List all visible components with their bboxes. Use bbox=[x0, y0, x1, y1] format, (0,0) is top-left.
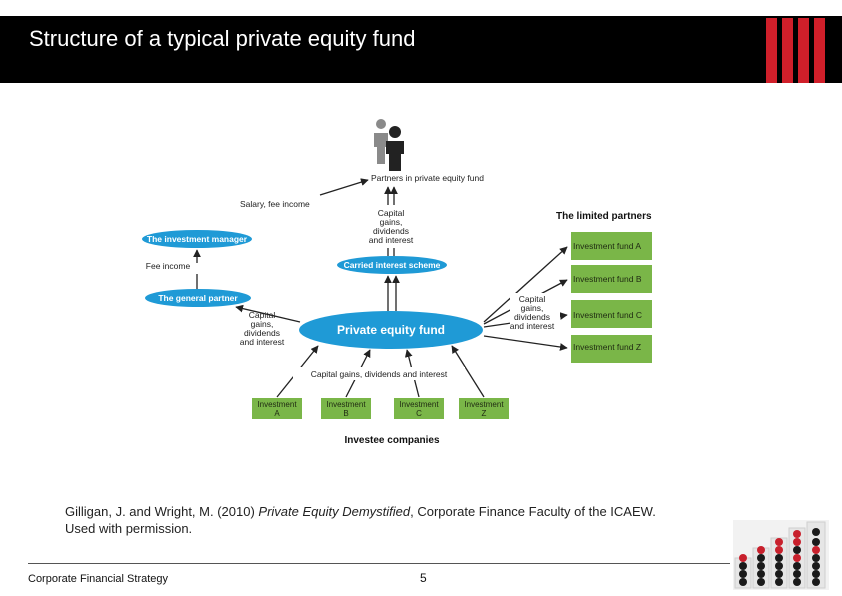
investment-a-box bbox=[252, 398, 302, 419]
fund-z-arrow bbox=[483, 335, 568, 351]
investment-a-line2: A bbox=[274, 409, 280, 418]
investee-companies-heading: Investee companies bbox=[344, 435, 439, 446]
citation-text: , Corporate Finance Faculty of the ICAEW… bbox=[410, 504, 656, 519]
red-stripe bbox=[766, 18, 777, 83]
red-stripe bbox=[814, 18, 825, 83]
capital-top-line: gains, bbox=[380, 217, 403, 227]
investment-manager-label: The investment manager bbox=[147, 234, 248, 244]
limited-partners-heading: The limited partners bbox=[556, 211, 652, 222]
investment-z-arrow bbox=[451, 345, 485, 398]
investment-c-box bbox=[394, 398, 444, 419]
investment-fund-c-box bbox=[571, 300, 652, 328]
investment-fund-b-label: Investment fund B bbox=[573, 274, 642, 284]
capital-right-line: and interest bbox=[510, 321, 555, 331]
capital-left-line: Capital bbox=[249, 310, 276, 320]
investment-z-line1: Investment bbox=[464, 400, 504, 409]
investment-fund-b-box bbox=[571, 265, 652, 293]
carried-interest-label: Carried interest scheme bbox=[344, 260, 441, 270]
capital-right-line: Capital bbox=[519, 294, 546, 304]
private-equity-fund-ellipse bbox=[299, 311, 483, 349]
carried-interest-ellipse bbox=[337, 256, 447, 274]
stacked-coins-image bbox=[733, 520, 829, 590]
investment-fund-a-box bbox=[571, 232, 652, 260]
citation-book-title: Private Equity Demystified bbox=[258, 504, 411, 519]
investment-c-line2: C bbox=[416, 409, 422, 418]
private-equity-fund-label: Private equity fund bbox=[337, 323, 445, 337]
red-stripe bbox=[782, 18, 793, 83]
capital-left-line: and interest bbox=[240, 337, 285, 347]
investment-b-box bbox=[321, 398, 371, 419]
investment-fund-a-label: Investment fund A bbox=[573, 241, 641, 251]
investment-z-box bbox=[459, 398, 509, 419]
investment-b-line1: Investment bbox=[326, 400, 366, 409]
capital-top-line: and interest bbox=[369, 235, 414, 245]
citation: Gilligan, J. and Wright, M. (2010) Priva… bbox=[65, 503, 745, 537]
investment-a-line1: Investment bbox=[257, 400, 297, 409]
red-stripe bbox=[798, 18, 809, 83]
partners-people-icon bbox=[374, 119, 404, 171]
capital-right-line: gains, bbox=[521, 303, 544, 313]
general-partner-label: The general partner bbox=[158, 293, 238, 303]
partners-label: Partners in private equity fund bbox=[371, 173, 484, 183]
investment-fund-z-box bbox=[571, 335, 652, 363]
investment-c-line1: Investment bbox=[399, 400, 439, 409]
capital-left-line: dividends bbox=[244, 328, 280, 338]
citation-permission: Used with permission. bbox=[65, 521, 193, 536]
footer-divider bbox=[28, 563, 730, 564]
investment-fund-c-label: Investment fund C bbox=[573, 310, 642, 320]
fee-income-label: Fee income bbox=[146, 261, 191, 271]
general-partner-ellipse bbox=[145, 289, 251, 307]
investment-b-line2: B bbox=[343, 409, 348, 418]
citation-text: Gilligan, J. and Wright, M. (2010) bbox=[65, 504, 259, 519]
investment-manager-ellipse bbox=[142, 230, 252, 248]
capital-bottom-label: Capital gains, dividends and interest bbox=[311, 369, 448, 379]
investment-z-line2: Z bbox=[482, 409, 487, 418]
capital-left-arrow bbox=[235, 304, 301, 323]
label-backdrop bbox=[510, 293, 560, 331]
capital-top-line: dividends bbox=[373, 226, 409, 236]
fund-a-arrow bbox=[483, 246, 568, 323]
footer-course-name: Corporate Financial Strategy bbox=[28, 573, 169, 585]
capital-right-line: dividends bbox=[514, 312, 550, 322]
title-bar bbox=[0, 16, 842, 83]
label-backdrop bbox=[293, 367, 465, 380]
salary-label: Salary, fee income bbox=[240, 199, 310, 209]
capital-left-line: gains, bbox=[251, 319, 274, 329]
slide-title: Structure of a typical private equity fu… bbox=[29, 26, 416, 51]
page-number: 5 bbox=[420, 571, 427, 585]
investment-fund-z-label: Investment fund Z bbox=[573, 342, 641, 352]
salary-arrow bbox=[319, 178, 369, 196]
capital-top-line: Capital bbox=[378, 208, 405, 218]
